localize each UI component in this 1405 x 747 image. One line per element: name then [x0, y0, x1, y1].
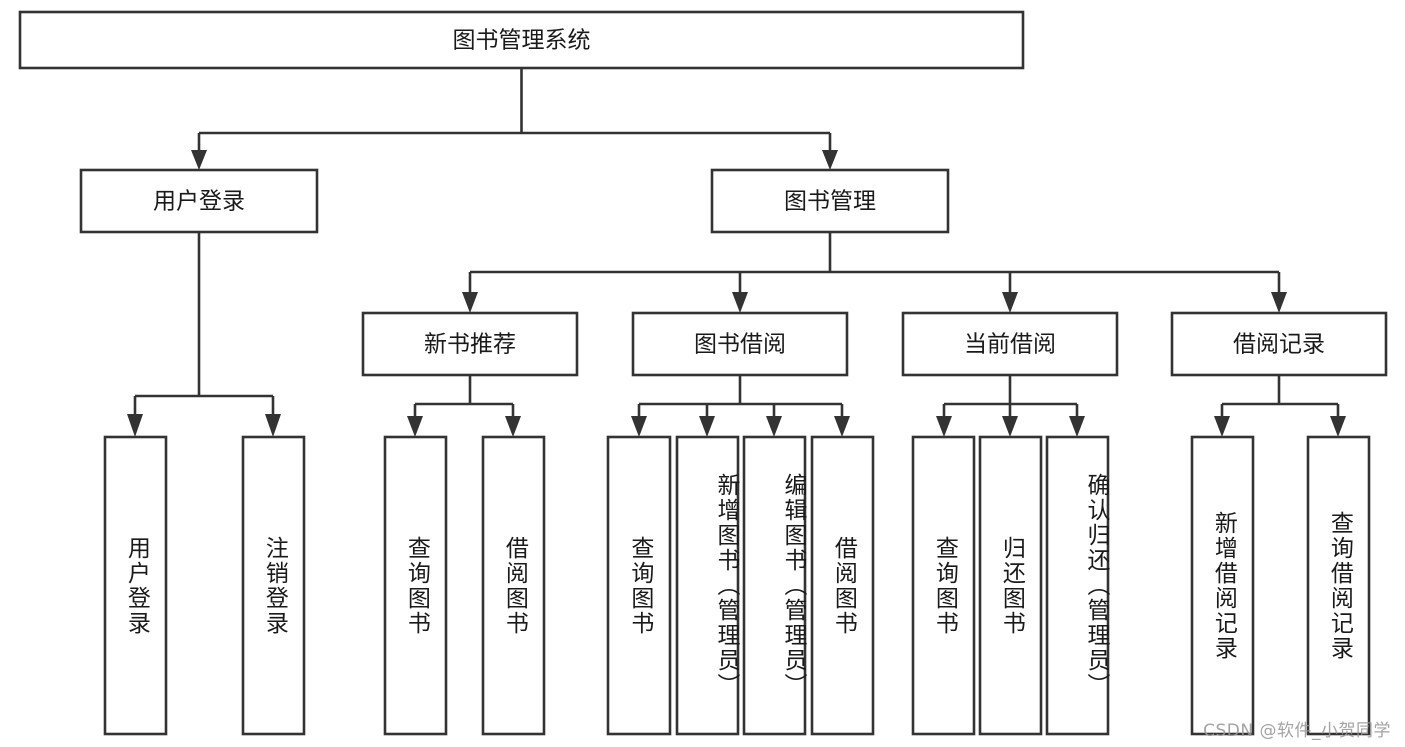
arrow-leaf-new-book-1: [505, 416, 521, 437]
arrow-borrow-record: [1271, 292, 1287, 313]
arrow-leaf-current-borrow-2: [1069, 416, 1085, 437]
leaf-box-current-borrow-1[interactable]: [978, 435, 1043, 736]
node-new-book-recommend[interactable]: 新书推荐: [361, 311, 579, 377]
node-book-borrow[interactable]: 图书借阅: [631, 311, 849, 377]
leaf-box-book-borrow-0[interactable]: [606, 435, 672, 736]
leaf-box-user-login-0[interactable]: [103, 435, 168, 736]
leaf-box-current-borrow-2[interactable]: [1045, 435, 1110, 736]
arrow-leaf-user-login-0: [127, 414, 143, 437]
arrow-leaf-book-borrow-3: [834, 416, 850, 437]
node-borrow-record[interactable]: 借阅记录: [1170, 311, 1388, 377]
node-new-book-recommend-box[interactable]: [361, 311, 579, 377]
node-book-manage[interactable]: 图书管理: [710, 168, 950, 234]
arrow-leaf-current-borrow-0: [936, 416, 952, 437]
node-current-borrow-label: 当前借阅: [964, 332, 1056, 358]
leaf-box-new-book-0[interactable]: [383, 435, 448, 736]
arrow-leaf-current-borrow-1: [1002, 416, 1018, 437]
node-book-manage-label: 图书管理: [784, 189, 876, 215]
connector-group-user-login-leaves: [127, 232, 281, 437]
node-current-borrow-box[interactable]: [901, 311, 1119, 377]
node-new-book-recommend-label: 新书推荐: [424, 332, 516, 358]
node-root-label: 图书管理系统: [453, 28, 591, 54]
leaf-box-book-borrow-2[interactable]: [742, 435, 807, 736]
arrow-book-manage: [822, 150, 838, 170]
node-borrow-record-box[interactable]: [1170, 311, 1388, 377]
node-root[interactable]: 图书管理系统: [18, 10, 1025, 70]
leaf-box-user-login-1[interactable]: [241, 435, 306, 736]
arrow-leaf-book-borrow-1: [699, 416, 715, 437]
arrow-current-borrow: [1002, 292, 1018, 313]
leaf-box-book-borrow-3[interactable]: [810, 435, 875, 736]
connector-group-book-borrow-leaves: [631, 375, 850, 437]
arrow-user-login: [191, 150, 207, 170]
leaf-box-current-borrow-0[interactable]: [911, 435, 976, 736]
arrow-leaf-borrow-record-0: [1214, 416, 1230, 437]
arrow-leaf-book-borrow-2: [766, 416, 782, 437]
node-borrow-record-label: 借阅记录: [1233, 332, 1325, 358]
node-user-login[interactable]: 用户登录: [79, 168, 319, 234]
arrow-leaf-book-borrow-0: [631, 416, 647, 437]
connector-group-level2-to-level3: [462, 232, 1287, 313]
arrow-book-borrow: [732, 292, 748, 313]
node-user-login-box[interactable]: [79, 168, 319, 234]
leaf-box-borrow-record-1[interactable]: [1306, 435, 1371, 736]
node-book-borrow-box[interactable]: [631, 311, 849, 377]
node-book-borrow-label: 图书借阅: [694, 332, 786, 358]
leaf-box-new-book-1[interactable]: [481, 435, 546, 736]
connector-group-new-book-leaves: [407, 375, 521, 437]
arrow-leaf-new-book-0: [407, 416, 423, 437]
node-book-manage-box[interactable]: [710, 168, 950, 234]
node-current-borrow[interactable]: 当前借阅: [901, 311, 1119, 377]
connector-group-root-to-level2: [191, 68, 838, 170]
leaf-box-book-borrow-1[interactable]: [675, 435, 740, 736]
leaf-boxes-group: [103, 435, 1371, 736]
arrow-leaf-borrow-record-1: [1330, 416, 1346, 437]
connector-group-current-borrow-leaves: [936, 375, 1085, 437]
leaf-box-borrow-record-0[interactable]: [1190, 435, 1255, 736]
csdn-watermark: CSDN @软件_小贺同学: [1203, 721, 1391, 741]
node-user-login-label: 用户登录: [153, 189, 245, 215]
arrow-new-book: [462, 292, 478, 313]
arrow-leaf-user-login-1: [265, 414, 281, 437]
connector-group-borrow-record-leaves: [1214, 375, 1346, 437]
node-root-box[interactable]: [18, 10, 1025, 70]
